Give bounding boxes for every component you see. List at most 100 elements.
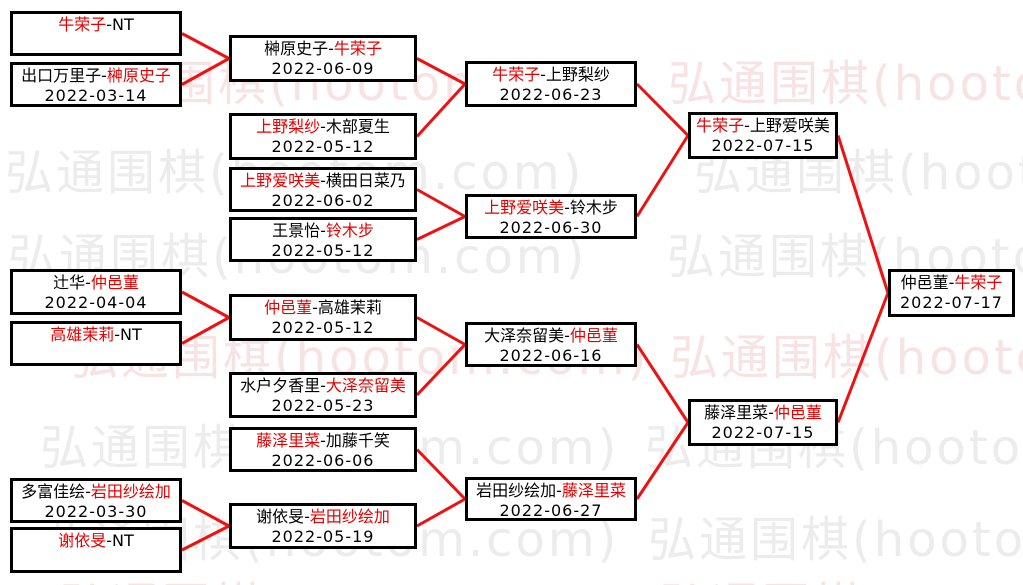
player2-name: 大泽奈留美 bbox=[325, 376, 406, 395]
match-r2m5: 仲邑菫-高雄茉莉 2022-05-12 bbox=[229, 294, 417, 341]
player1-name: 谢依旻 bbox=[58, 531, 107, 550]
watermark-text: 弘通围棋(hootom.com) bbox=[648, 512, 1023, 568]
connector-line bbox=[415, 82, 467, 138]
vs-dash: - bbox=[768, 403, 774, 422]
player2-name: 铃木步 bbox=[325, 221, 374, 240]
match-r2m1: 榊原史子-牛荣子 2022-06-09 bbox=[229, 35, 417, 82]
vs-dash: - bbox=[328, 39, 334, 58]
player1-name: 上野梨纱 bbox=[256, 117, 321, 136]
vs-dash: - bbox=[101, 66, 107, 85]
player1-name: 岩田纱绘加 bbox=[476, 481, 557, 500]
match-players: 牛荣子-上野爱咲美 bbox=[691, 116, 835, 136]
vs-dash: - bbox=[564, 326, 570, 345]
match-date: 2022-06-16 bbox=[499, 346, 603, 365]
vs-dash: - bbox=[114, 325, 121, 344]
match-players: 上野梨纱-木部夏生 bbox=[232, 117, 414, 137]
match-players: 仲邑菫-牛荣子 bbox=[891, 273, 1012, 293]
player2-name: 高雄茉莉 bbox=[317, 298, 382, 317]
player2-name: 木部夏生 bbox=[325, 117, 390, 136]
player2-name: 铃木步 bbox=[569, 198, 618, 217]
match-final: 仲邑菫-牛荣子 2022-07-17 bbox=[888, 269, 1015, 317]
vs-dash: - bbox=[540, 65, 546, 84]
player1-name: 谢依旻 bbox=[256, 507, 305, 526]
connector-line bbox=[181, 32, 230, 60]
vs-dash: - bbox=[85, 482, 91, 501]
match-players: 上野爱咲美-横田日菜乃 bbox=[232, 171, 414, 191]
player2-name: 仲邑菫 bbox=[569, 326, 618, 345]
connector-line bbox=[181, 499, 230, 528]
player1-name: 牛荣子 bbox=[696, 116, 745, 135]
player1-name: 牛荣子 bbox=[58, 15, 107, 34]
match-date: 2022-06-02 bbox=[271, 191, 375, 210]
match-date: 2022-03-14 bbox=[44, 86, 148, 105]
vs-dash: - bbox=[948, 273, 955, 292]
player1-name: 王景怡 bbox=[272, 221, 321, 240]
player1-name: 牛荣子 bbox=[492, 65, 541, 84]
match-r2m3: 上野爱咲美-横田日菜乃 2022-06-02 bbox=[229, 167, 417, 212]
match-players: 谢依旻-NT bbox=[13, 531, 179, 551]
match-date: 2022-07-15 bbox=[711, 136, 815, 155]
vs-dash: - bbox=[320, 171, 326, 190]
player1-name: 上野爱咲美 bbox=[484, 198, 565, 217]
match-r4m2: 藤泽里菜-仲邑菫 2022-07-15 bbox=[688, 399, 838, 446]
player2-name: 横田日菜乃 bbox=[325, 171, 406, 190]
match-players: 牛荣子-NT bbox=[13, 15, 179, 35]
match-r1m3: 辻华-仲邑菫 2022-04-04 bbox=[10, 269, 182, 315]
player2-name: 牛荣子 bbox=[333, 39, 382, 58]
player1-name: 藤泽里菜 bbox=[704, 403, 769, 422]
player2-name: 藤泽里菜 bbox=[561, 481, 626, 500]
match-players: 出口万里子-榊原史子 bbox=[13, 66, 179, 86]
match-date: 2022-05-12 bbox=[271, 241, 375, 260]
match-players: 岩田纱绘加-藤泽里菜 bbox=[468, 481, 634, 501]
connector-line bbox=[415, 343, 467, 397]
match-date: 2022-06-30 bbox=[499, 218, 603, 237]
match-players: 高雄茉莉-NT bbox=[13, 325, 179, 345]
player2-name: 上野爱咲美 bbox=[749, 116, 830, 135]
player1-name: 上野爱咲美 bbox=[240, 171, 321, 190]
connector-line bbox=[181, 524, 230, 552]
connector-line bbox=[836, 292, 890, 424]
match-r2m8: 谢依旻-岩田纱绘加 2022-05-19 bbox=[229, 503, 417, 549]
watermark-text: 弘通围棋(hootom.com) bbox=[670, 330, 1023, 386]
match-players: 水户夕香里-大泽奈留美 bbox=[232, 376, 414, 396]
match-date: 2022-05-12 bbox=[271, 137, 375, 156]
vs-dash: - bbox=[320, 117, 326, 136]
player2-name: 岩田纱绘加 bbox=[309, 507, 390, 526]
match-date: 2022-06-09 bbox=[271, 59, 375, 78]
connector-line bbox=[416, 188, 466, 218]
player1-name: 藤泽里菜 bbox=[256, 431, 321, 450]
match-r1m2: 出口万里子-榊原史子 2022-03-14 bbox=[10, 62, 182, 107]
match-r2m4: 王景怡-铃木步 2022-05-12 bbox=[229, 217, 417, 262]
match-players: 上野爱咲美-铃木步 bbox=[468, 198, 634, 218]
match-date: 2022-06-23 bbox=[499, 85, 603, 104]
connector-line bbox=[635, 343, 690, 424]
player1-name: 高雄茉莉 bbox=[50, 325, 115, 344]
match-players: 王景怡-铃木步 bbox=[232, 221, 414, 241]
vs-dash: - bbox=[556, 481, 562, 500]
vs-dash: - bbox=[304, 507, 310, 526]
connector-line bbox=[415, 448, 467, 501]
connector-line bbox=[635, 82, 690, 137]
vs-dash: - bbox=[320, 376, 326, 395]
match-date: 2022-07-15 bbox=[711, 423, 815, 442]
match-r3m2: 上野爱咲美-铃木步 2022-06-30 bbox=[465, 194, 637, 239]
match-players: 藤泽里菜-加藤千笑 bbox=[232, 431, 414, 451]
connector-line bbox=[181, 290, 230, 319]
match-players: 辻华-仲邑菫 bbox=[13, 273, 179, 293]
connector-line bbox=[635, 134, 690, 218]
match-date: 2022-05-12 bbox=[271, 318, 375, 337]
player1-name: 辻华 bbox=[53, 273, 86, 292]
match-players: 大泽奈留美-仲邑菫 bbox=[468, 326, 634, 346]
watermark-text: 弘通围棋(hootom.com) bbox=[660, 566, 1023, 585]
match-r2m2: 上野梨纱-木部夏生 2022-05-12 bbox=[229, 113, 417, 160]
match-players: 藤泽里菜-仲邑菫 bbox=[691, 403, 835, 423]
connector-line bbox=[635, 421, 690, 500]
connector-line bbox=[416, 57, 466, 86]
player2-name: 仲邑菫 bbox=[773, 403, 822, 422]
connector-line bbox=[836, 135, 890, 294]
connector-line bbox=[416, 215, 466, 241]
match-r3m1: 牛荣子-上野梨纱 2022-06-23 bbox=[465, 61, 637, 107]
match-date: 2022-05-23 bbox=[271, 396, 375, 415]
